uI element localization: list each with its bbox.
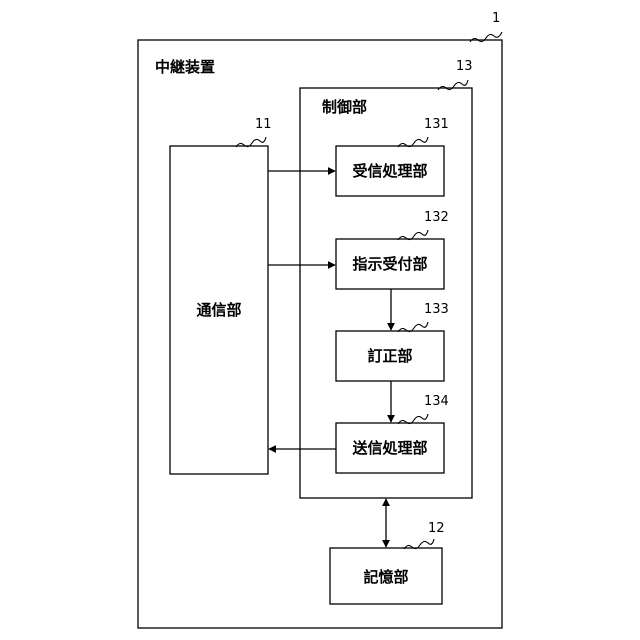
relay-device-title: 中継装置: [155, 58, 215, 76]
correction-unit: 訂正部 133: [336, 302, 449, 381]
storage-unit: 記憶部 12: [330, 521, 445, 604]
reception-processing-ref: 131: [424, 117, 449, 132]
reception-processing-unit: 受信処理部 131: [336, 117, 449, 196]
relay-device-ref: 1: [492, 11, 500, 26]
correction-ref: 133: [424, 302, 449, 317]
instruction-reception-ref: 132: [424, 210, 449, 225]
transmission-processing-unit: 送信処理部 134: [336, 394, 449, 473]
storage-unit-label: 記憶部: [363, 568, 408, 586]
communication-unit-ref: 11: [255, 117, 272, 132]
control-unit-ref: 13: [456, 59, 473, 74]
communication-unit: 通信部 11: [170, 117, 272, 474]
reception-processing-label: 受信処理部: [352, 162, 427, 180]
correction-label: 訂正部: [367, 347, 412, 365]
storage-unit-ref: 12: [428, 521, 445, 536]
control-unit-title: 制御部: [322, 98, 367, 116]
transmission-processing-ref: 134: [424, 394, 449, 409]
communication-unit-label: 通信部: [196, 301, 241, 319]
instruction-reception-label: 指示受付部: [352, 255, 427, 273]
transmission-processing-label: 送信処理部: [351, 439, 427, 457]
instruction-reception-unit: 指示受付部 132: [336, 210, 449, 289]
